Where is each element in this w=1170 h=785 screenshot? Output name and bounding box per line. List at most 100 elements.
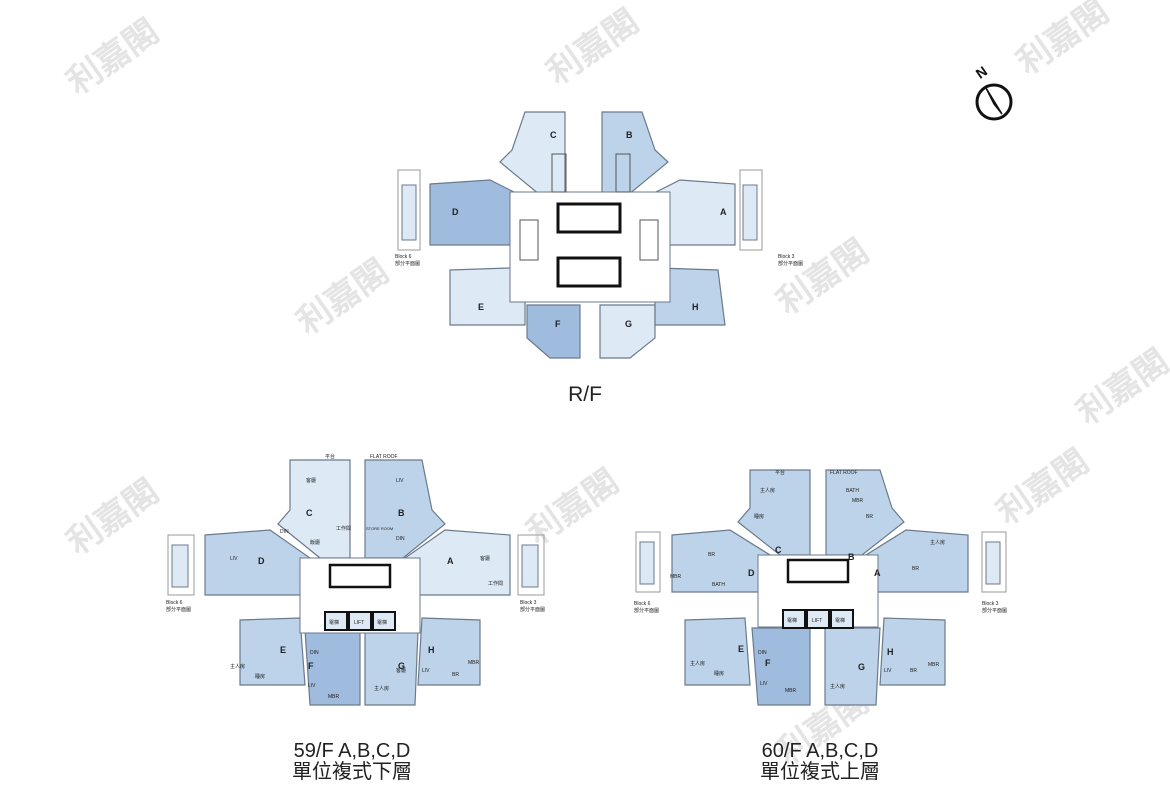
plan-shape xyxy=(348,611,372,631)
rf-plan-title: R/F xyxy=(568,383,602,406)
rf-label-c: C xyxy=(550,130,557,140)
room-label: 平台 xyxy=(775,469,785,476)
room-label: MBR xyxy=(852,498,864,504)
f60-label-c: C xyxy=(775,545,782,555)
rf-label-f: F xyxy=(555,319,561,329)
room-label: BR xyxy=(452,672,459,678)
room-label: BR xyxy=(910,668,917,674)
room-label: LIV xyxy=(230,556,238,562)
room-label: LIV xyxy=(884,668,892,674)
rf-label-e: E xyxy=(478,302,484,312)
compass-arrow-icon xyxy=(985,87,1003,115)
plan-shape xyxy=(635,531,661,593)
room-label: DIN xyxy=(310,650,319,656)
rf-label-d: D xyxy=(452,207,459,217)
room-label: 部分平面圖 xyxy=(166,606,191,613)
room-label: MBR xyxy=(928,662,940,668)
f60-title-line2: 單位複式上層 xyxy=(760,761,880,783)
rf-block6-partial xyxy=(397,169,421,251)
f60-floor-plan: Block 6 部分平面圖 Block 3 部分平面圖 電梯 LIFT 電梯 平… xyxy=(634,469,1007,706)
f59-label-g: G xyxy=(398,661,405,671)
f60-label-d: D xyxy=(748,568,755,578)
room-label: LIV xyxy=(396,478,404,484)
f59-plan-title: 59/F A,B,C,D 單位複式下層 xyxy=(262,741,442,783)
plan-shape xyxy=(551,153,567,193)
watermark-logo: 利嘉閣 xyxy=(59,11,167,104)
watermark-logo: 利嘉閣 xyxy=(539,1,647,94)
room-label: MBR xyxy=(785,688,797,694)
room-label: 主人房 xyxy=(930,539,945,546)
watermark-logo: 利嘉閣 xyxy=(289,251,397,344)
rf-unit-d xyxy=(429,179,521,246)
room-label: 部分平面圖 xyxy=(634,607,659,614)
room-label: LIV xyxy=(760,681,768,687)
f60-label-g: G xyxy=(858,662,865,672)
f60-label-e: E xyxy=(738,644,744,654)
room-label: Block 3 xyxy=(982,601,999,607)
plan-shape xyxy=(171,544,189,588)
plan-shape xyxy=(742,184,758,241)
room-label: 主人房 xyxy=(230,663,245,670)
rf-label-a: A xyxy=(720,207,727,217)
room-label: BR xyxy=(912,566,919,572)
f59-label-e: E xyxy=(280,645,286,655)
f60-unit-f xyxy=(751,627,811,706)
room-label: 主人房 xyxy=(690,660,705,667)
room-label: 電梯 xyxy=(787,617,797,624)
plan-shape xyxy=(401,184,417,241)
room-label: 客廳 xyxy=(306,477,316,484)
room-label: DIN xyxy=(280,529,289,535)
room-label: BR xyxy=(866,514,873,520)
rf-label-h: H xyxy=(692,302,699,312)
room-label: 電梯 xyxy=(835,617,845,624)
room-label: 飯廳 xyxy=(310,539,320,546)
rf-label-b: B xyxy=(626,130,633,140)
f60-lift-bank xyxy=(786,558,850,584)
rf-unit-e xyxy=(449,267,526,326)
f60-label-a: A xyxy=(874,568,881,578)
room-label: LIV xyxy=(308,683,316,689)
rf-unit-f xyxy=(526,304,581,359)
room-label: 主人房 xyxy=(760,487,775,494)
f59-unit-e xyxy=(239,617,306,686)
room-label: 電梯 xyxy=(329,619,339,626)
rf-core xyxy=(509,191,671,303)
room-label: Block 6 xyxy=(634,601,651,607)
room-label: 工作間 xyxy=(488,580,503,587)
f60-label-f: F xyxy=(765,658,771,668)
rf-lift-upper xyxy=(556,202,622,234)
room-label: LIFT xyxy=(812,618,822,624)
plan-shape xyxy=(830,609,854,629)
room-label: 主人房 xyxy=(374,685,389,692)
room-label: FLAT ROOF xyxy=(370,454,398,460)
rf-label-g: G xyxy=(625,319,632,329)
room-label: 工作間 xyxy=(336,525,351,532)
f59-floor-plan: Block 6 部分平面圖 Block 3 部分平面圖 電梯 LIFT 電梯 平… xyxy=(166,453,545,706)
room-label: 部分平面圖 xyxy=(982,607,1007,614)
f59-label-a: A xyxy=(447,556,454,566)
f60-plan-title: 60/F A,B,C,D 單位複式上層 xyxy=(725,741,915,783)
rf-block-right-label: Block 3 xyxy=(778,254,795,260)
room-label: BATH xyxy=(846,488,859,494)
rf-block-left-label: Block 6 xyxy=(395,254,412,260)
f60-unit-a xyxy=(865,529,969,593)
room-label: 睡房 xyxy=(754,513,764,520)
f59-label-c: C xyxy=(306,508,313,518)
room-label: LIFT xyxy=(354,620,364,626)
room-label: 睡房 xyxy=(714,670,724,677)
room-label: MBR xyxy=(468,660,480,666)
plan-shape xyxy=(521,544,539,588)
f59-unit-g xyxy=(364,629,419,706)
room-label: 部分平面圖 xyxy=(395,260,420,267)
plan-shape xyxy=(517,534,545,596)
rf-floor-plan: Block 6 部分平面圖 Block 3 部分平面圖 C B D A E F … xyxy=(395,111,803,359)
f59-title-line1: 59/F A,B,C,D xyxy=(293,740,411,762)
room-label: FLAT ROOF xyxy=(830,470,858,476)
north-label: N xyxy=(973,63,990,82)
f59-label-b: B xyxy=(398,508,405,518)
f59-unit-a xyxy=(404,529,511,596)
room-label: 客廳 xyxy=(396,667,406,674)
plan-shape xyxy=(981,531,1007,593)
room-label: Block 6 xyxy=(166,600,183,606)
